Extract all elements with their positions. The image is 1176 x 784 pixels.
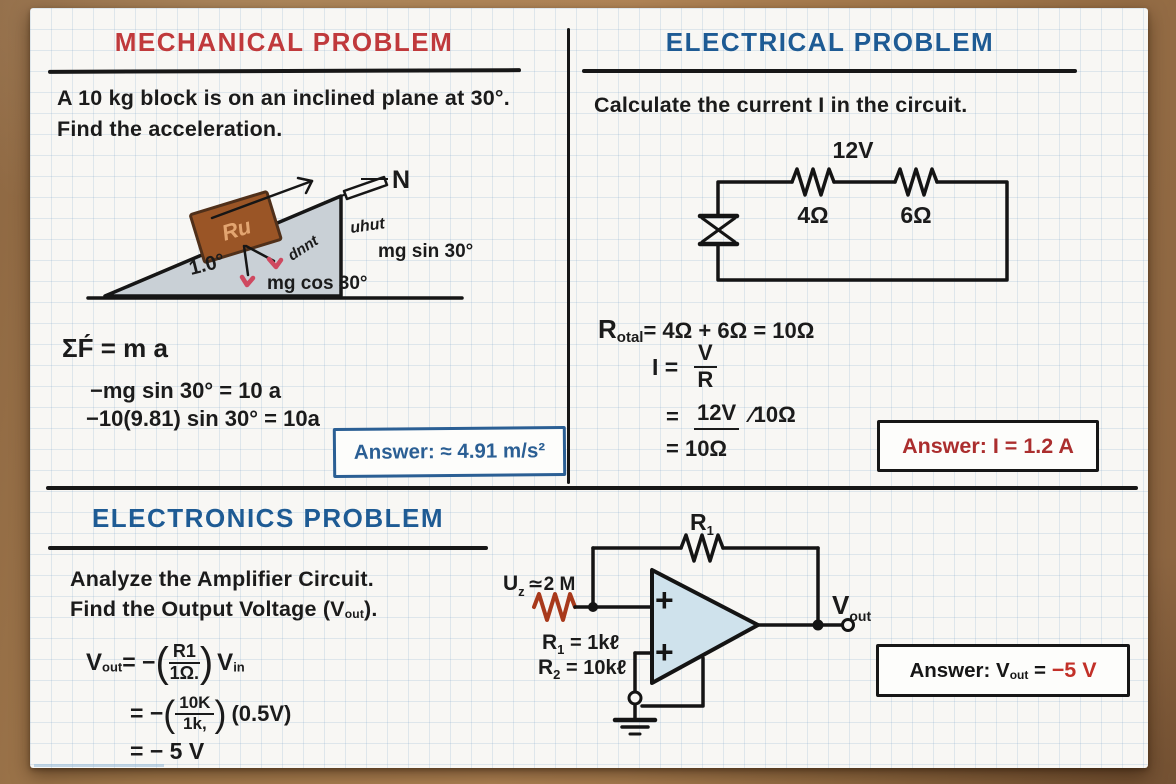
red-arrowhead-down-icon [239,274,256,288]
electronics-answer-subscript: out [1009,667,1029,682]
rtotal-rest: = 4Ω + 6Ω = 10Ω [643,318,815,343]
electrical-title: ELECTRICAL PROBLEM [665,27,995,57]
series-circuit-diagram: 12V 4Ω 6Ω [697,137,1009,282]
eq1-vsub: out [102,659,123,675]
eq1-numerator: R1 [168,641,200,665]
mech-step2-equation: −10(9.81) sin 30° = 10a [86,406,320,431]
opamp-plus-bottom: + [655,634,674,670]
line2-post: ). [364,597,378,621]
rtotal-base: R [598,314,617,344]
electrical-answer-box: Answer: I = 1.2 A [877,420,1099,472]
eq2-paren-close: ) [214,691,227,735]
electronics-answer-value: −5 V [1051,658,1097,682]
electronics-answer-equals: = [1028,658,1052,682]
scribble-uhut: uhut [349,215,386,237]
source-voltage-label: 12V [833,137,875,163]
eq2-paren-open: ( [163,691,176,735]
eq2-pre: = − [130,700,164,727]
section-divider [46,486,1138,490]
column-divider [567,28,570,484]
mechanical-answer-text: Answer: ≈ 4.91 m/s² [353,439,546,464]
subst-denominator-line: = 10Ω [666,436,728,461]
eq2-denominator: 1k, [183,714,207,734]
eq2-fraction: 10K 1k, [175,693,215,734]
wire-top-left [716,180,794,218]
worksheet-paper [30,8,1148,768]
newton-law-equation: ΣF́ = m a [62,333,168,363]
opamp-triangle [650,568,760,685]
mg-cos-label: mg cos 30° [267,273,368,294]
resistor1-zigzag [790,167,836,197]
eq1-mid: = − [122,649,156,676]
electronics-answer-label: Answer: V [909,658,1010,682]
eq2-post: (0.5V) [231,700,292,726]
mech-step1-equation: −mg sin 30° = 10 a [90,378,282,403]
electrical-answer-text: Answer: I = 1.2 A [902,433,1074,458]
mechanical-problem-line2: Find the acceleration. [57,117,283,141]
ohm-law-numerator: V [694,341,717,368]
normal-label: N [392,166,410,194]
subst-side-note: ∕10Ω [750,402,796,427]
r2-value-label: R2 = 10kℓ [538,656,627,682]
normal-force-arrow [342,175,389,201]
vout-equation-2: = − ( 10K 1k, ) (0.5V) [130,691,292,735]
electronics-title: ELECTRONICS PROBLEM [91,503,445,533]
eq1-paren-close: ) [199,640,214,686]
opamp-circuit-diagram: + + R1 Uz≃2 M R1 = 1kℓ R2 = 10kℓ Vout [503,509,871,736]
output-terminal-circle [841,618,855,632]
mechanical-answer-box: Answer: ≈ 4.91 m/s² [332,425,567,479]
eq1-paren-open: ( [155,640,169,686]
eq1-fraction: R1 1Ω. [168,641,200,684]
red-arrowhead-slope-icon [266,256,284,270]
ohm-law-denominator: R [697,366,714,392]
battery-cross-b [700,216,737,244]
feedback-resistor-zigzag [679,533,725,563]
feedback-resistor-label: R1 [690,509,714,538]
opamp-plus-top: + [655,582,674,618]
ohm-law-fraction: V R [694,341,717,392]
mg-sin-label: mg sin 30° [378,241,473,262]
vout-terminal-label: Vout [832,590,871,624]
resistor2-zigzag [893,167,939,197]
block-body [189,190,283,264]
eq1-denominator: 1Ω. [169,663,200,684]
r1-value-label: R1 = 1kℓ [542,631,619,657]
electronics-problem-line1: Analyze the Amplifier Circuit. [70,567,374,591]
mechanical-problem-line1: A 10 kg block is on an inclined plane at… [57,86,510,110]
resistor1-label: 4Ω [797,202,828,228]
vout-equation-3: = − 5 V [130,738,205,764]
electrical-problem-text: Calculate the current I in the circuit. [594,93,968,117]
mechanical-title: MECHANICAL PROBLEM [114,27,454,57]
subst-numerator: 12V [694,400,740,430]
line2-pre: Find the Output Voltage (V [70,597,345,621]
input-node-dot [588,602,598,612]
block: Ru [189,190,283,264]
eq1-vinsub: in [233,659,245,675]
eq1-vin: V [217,648,234,676]
up-slope-arrowhead [296,176,314,195]
ground-terminal-circle [627,690,643,706]
eq1-v: V [86,648,103,676]
output-node-dot [812,619,824,631]
electrical-title-underline [582,69,1077,73]
resistor2-label: 6Ω [900,202,931,228]
force-vector-vertical [242,244,250,277]
input-resistor-zigzag [532,592,577,622]
subst-equals-1: = [666,404,679,429]
input-source-label: Uz≃2 M [503,572,575,599]
incline-diagram: Ru 1.0° mg cos 30° dnnt uhut mg sin 30° … [86,166,473,300]
ohm-law-lhs: I = [652,354,679,380]
line2-subscript: out [344,606,365,621]
electronics-title-underline [48,546,488,550]
wire-right-bottom [716,180,1009,282]
eq2-numerator: 10K [175,693,215,716]
rtotal-subscript: otal [616,329,644,346]
loop-wire [640,656,705,708]
up-slope-arrow [210,179,314,220]
blue-margin-line [34,764,164,767]
